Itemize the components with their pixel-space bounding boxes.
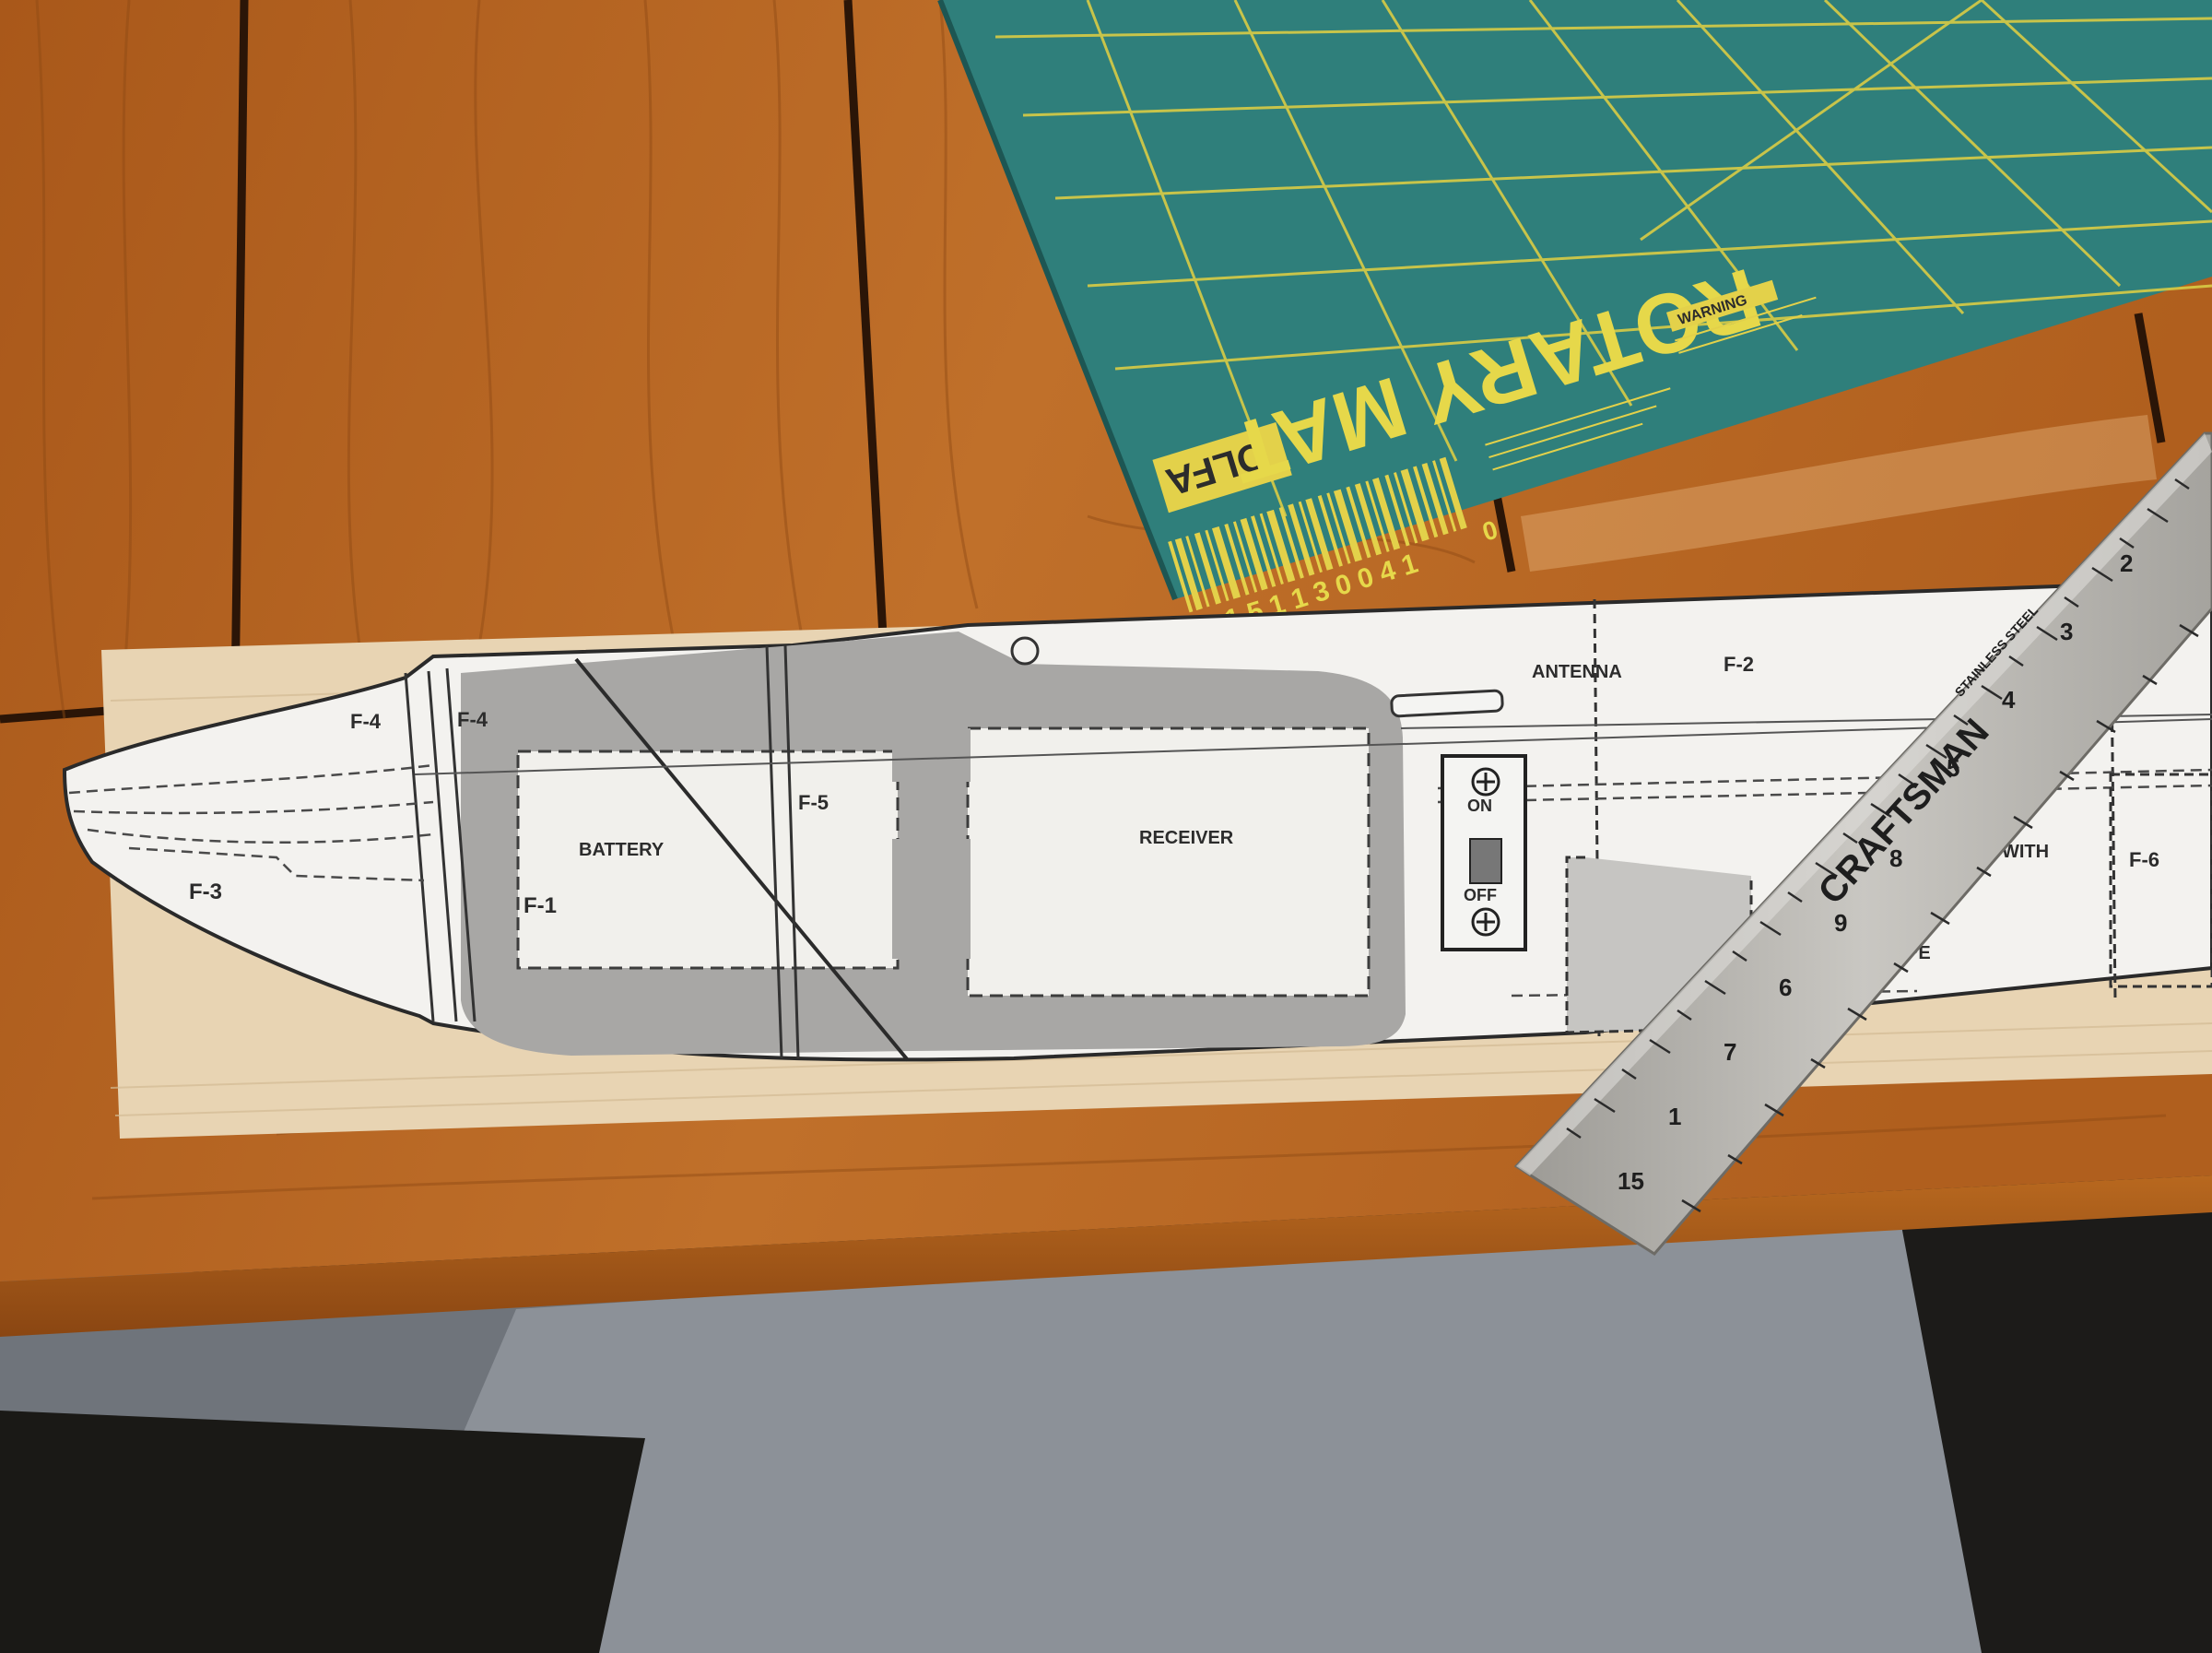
- ruler-number: 1: [1668, 1103, 1681, 1130]
- plan-diagonal-line: [574, 657, 910, 1062]
- plus-circle-icon: [1471, 907, 1500, 937]
- fuselage-plan: F-4 F-4 F-3 F-1 F-5 F-2 F-6 BATTERY RECE…: [62, 578, 2212, 1062]
- ruler-number: 6: [1779, 974, 1792, 1001]
- ruler-ticks-bottom: [1681, 623, 2199, 1213]
- label-f2: F-2: [1724, 653, 1754, 676]
- plus-circle-icon: [1471, 767, 1500, 797]
- label-antenna: ANTENNA: [1532, 662, 1622, 682]
- label-receiver: RECEIVER: [1139, 828, 1234, 848]
- ruler-number: 4: [2002, 686, 2016, 714]
- ruler-numbers: 2 3 4 5 8 9 6 7 1 15: [1618, 549, 2133, 1195]
- former-f6-outline: [2109, 773, 2212, 988]
- compartment-notch-bottom: [892, 839, 971, 959]
- label-battery: BATTERY: [579, 840, 665, 860]
- table-glare: [1521, 415, 2157, 572]
- label-f6: F-6: [2129, 848, 2159, 871]
- mat-brand-box: [1152, 421, 1292, 514]
- mat-barcode: [1168, 456, 1467, 613]
- switch-slider: [1469, 838, 1502, 884]
- mat-warning-badge: [1665, 279, 1779, 332]
- ruler-number: 9: [1834, 909, 1847, 937]
- ruler-number: 3: [2060, 618, 2073, 645]
- dark-shadow-right: [1889, 1143, 2212, 1653]
- dark-shadow-left: [0, 1411, 645, 1653]
- ruler-number: 2: [2120, 549, 2133, 577]
- receiver-compartment: [966, 726, 1371, 998]
- ruler-number: 8: [1889, 844, 1902, 872]
- ruler-number: 7: [1724, 1038, 1736, 1066]
- antenna-tube: [1390, 689, 1504, 718]
- label-f3: F-3: [189, 880, 222, 904]
- plan-center-line: [414, 718, 2212, 775]
- label-switch-off: OFF: [1464, 886, 1497, 904]
- label-f4-left: F-4: [350, 710, 382, 733]
- carpet-light-patch: [369, 1198, 2212, 1653]
- label-f4-right: F-4: [457, 708, 488, 731]
- compartment-notch-top: [892, 728, 971, 782]
- cutting-mat: OLFA ROTARY MAT WARNING 9: [937, 0, 2212, 643]
- mat-grid: [994, 0, 2212, 517]
- label-f1: F-1: [524, 893, 557, 918]
- mat-fine-print: [1485, 296, 1817, 471]
- battery-compartment: [516, 750, 900, 970]
- label-switch-on: ON: [1467, 797, 1492, 815]
- label-with-partial: WITH: [2002, 842, 2049, 862]
- ruler-number: 5: [1947, 754, 1959, 782]
- label-f5: F-5: [798, 791, 829, 814]
- plan-hole: [1010, 636, 1040, 666]
- former-lines: [404, 589, 2117, 1059]
- ruler-edge-highlight: [1516, 433, 2212, 1175]
- ruler-ticks-top: [1566, 478, 2190, 1139]
- ruler-number: 15: [1618, 1167, 1644, 1195]
